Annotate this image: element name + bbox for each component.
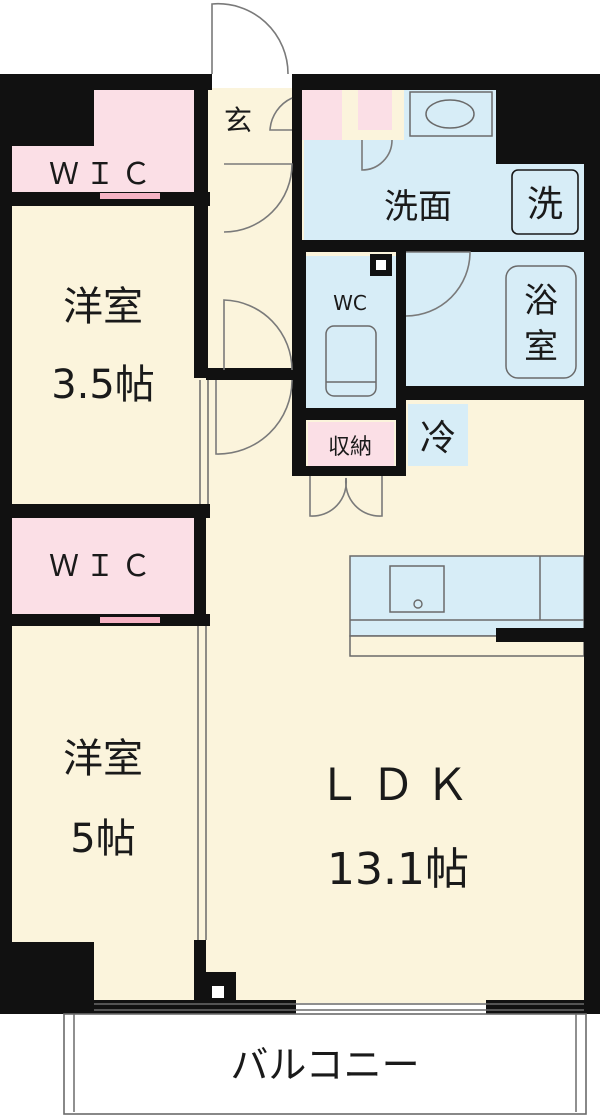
kitchen-drain (413, 599, 423, 609)
bath-door-swing (405, 251, 471, 317)
wall-left-rooms-right-2 (194, 504, 206, 626)
wic-mid-label: ＷＩＣ (49, 549, 157, 584)
washbasin-bowl (425, 99, 475, 129)
wall-wic-mid-top (0, 504, 210, 518)
ldk-size: 13.1帖 (327, 844, 469, 895)
western-small-size: 3.5帖 (51, 362, 155, 408)
western-large-size: 5帖 (70, 816, 135, 862)
entrance-door-swing (211, 2, 289, 75)
bath-label-1: 浴 (524, 281, 558, 321)
bathtub (505, 265, 577, 379)
storage-door-swing-right (344, 476, 383, 517)
storage-area (308, 422, 394, 470)
wall-bottom (0, 1000, 296, 1014)
washroom-label: 洗面 (384, 187, 452, 227)
room-small-door-swing (223, 299, 293, 371)
wall-storage-base (292, 466, 406, 476)
wall-toilet-right (396, 240, 406, 476)
entrance-label: 玄 (224, 104, 252, 137)
toilet-area (306, 256, 400, 408)
western-large-name: 洋室 (63, 736, 143, 782)
wall-core-left (292, 240, 306, 476)
wall-bath-bottom (396, 386, 600, 400)
shoe-box-2 (358, 90, 392, 130)
wall-left (0, 74, 12, 1014)
wall-kitchen-back (496, 628, 584, 642)
wall-left-rooms-right (194, 90, 208, 378)
western-small-name: 洋室 (63, 284, 143, 330)
toilet-tank (325, 325, 377, 397)
wall-washroom-bottom (292, 240, 600, 252)
fridge-area (408, 404, 468, 466)
wall-top-right-block (496, 74, 600, 164)
shoe-box-1 (302, 90, 342, 140)
wall-bottom-right (486, 1000, 600, 1014)
wic-top-door-swing (223, 163, 293, 233)
bath-area (404, 244, 584, 386)
wic-mid-area (12, 518, 194, 614)
wall-left-rooms-right-3 (194, 940, 206, 1014)
wic-top-label: ＷＩＣ (49, 157, 157, 192)
wall-pillar-hole (212, 986, 224, 998)
sink-counter-area (404, 90, 496, 142)
kitchen-counter (349, 555, 585, 637)
shoe-door-swing (269, 97, 293, 131)
fridge-mark: 冷 (420, 418, 456, 459)
wall-hall-bottom (206, 368, 306, 380)
washroom-door-swing (361, 139, 393, 171)
balcony-label: バルコニー (230, 1043, 419, 1087)
kitchen-sink (389, 565, 445, 613)
storage-label: 収納 (328, 435, 372, 460)
wall-top-left (0, 74, 212, 90)
bath-label-2: 室 (524, 327, 558, 367)
washer-pan (511, 169, 579, 235)
ldk-name: ＬＤＫ (317, 760, 479, 811)
washer-mark: 洗 (527, 184, 563, 225)
entrance-floor (210, 90, 298, 150)
balcony-outline (63, 1013, 587, 1115)
wall-right (584, 74, 600, 1014)
hall-door-swing (215, 379, 293, 455)
wall-shaft-hole (376, 260, 386, 270)
washbasin (409, 91, 493, 137)
wall-entrance-right (292, 74, 302, 314)
wall-storage-bottom (292, 408, 406, 420)
toilet-label: WC (333, 291, 367, 315)
